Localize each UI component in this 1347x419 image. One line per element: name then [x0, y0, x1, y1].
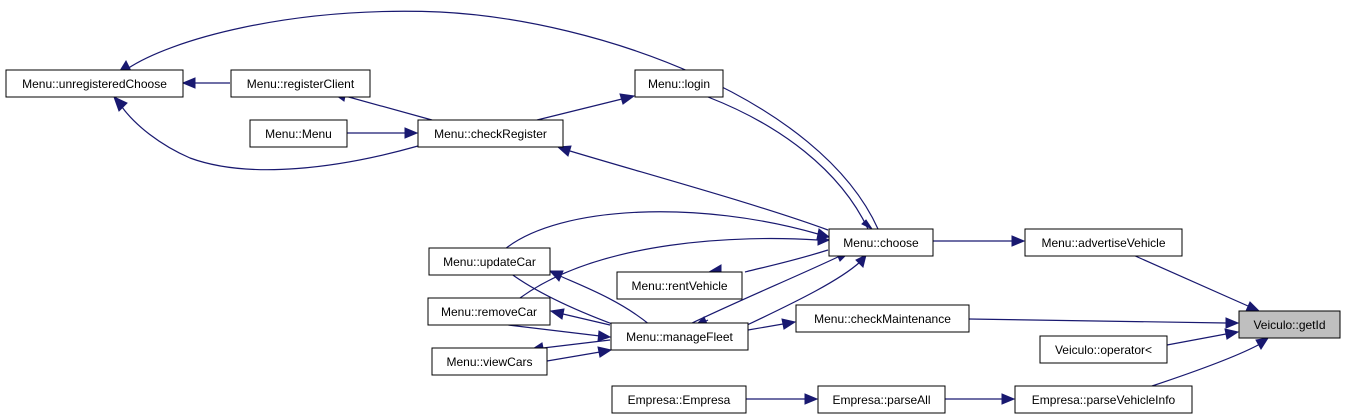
node-operator-less[interactable]: Veiculo::operator< [1039, 335, 1168, 364]
node-choose[interactable]: Menu::choose [828, 228, 934, 257]
node-label: Menu::unregisteredChoose [22, 77, 167, 91]
node-label: Menu::rentVehicle [631, 279, 727, 293]
edge-choose-to-checkregister [556, 145, 829, 231]
node-label: Menu::advertiseVehicle [1041, 236, 1165, 250]
node-label: Menu::viewCars [446, 355, 532, 369]
node-label: Menu::registerClient [247, 77, 355, 91]
edge-removecar-to-managefleet [499, 323, 612, 342]
edge-choose-to-advertisevehicle [933, 235, 1026, 247]
node-advertise-vehicle[interactable]: Menu::advertiseVehicle [1024, 228, 1183, 257]
node-login[interactable]: Menu::login [634, 69, 724, 98]
edge-choose-to-login [707, 96, 874, 231]
node-label: Menu::removeCar [441, 305, 537, 319]
edge-registerclient-to-unregisteredchoose [181, 77, 230, 89]
node-label: Menu::updateCar [443, 255, 536, 269]
node-menu-constructor[interactable]: Menu::Menu [249, 119, 348, 148]
node-manage-fleet[interactable]: Menu::manageFleet [610, 322, 749, 351]
edge-menu-to-checkregister [347, 127, 419, 139]
node-label: Menu::Menu [265, 127, 332, 141]
edge-managefleet-to-removecar [549, 308, 611, 326]
node-remove-car[interactable]: Menu::removeCar [427, 297, 551, 326]
node-unregistered-choose[interactable]: Menu::unregisteredChoose [5, 69, 184, 98]
edge-managefleet-to-choose-b [744, 254, 867, 327]
edge-checkmaintenance-to-getid [968, 317, 1240, 329]
edge-operatorless-to-getid [1166, 328, 1240, 346]
edge-login-to-checkregister [536, 93, 636, 121]
node-label: Menu::checkRegister [434, 127, 547, 141]
edge-viewcars-to-managefleet [546, 346, 613, 362]
edge-parsevehicleinfo-to-getid [1151, 337, 1270, 387]
edge-empresa-to-parseall [746, 393, 819, 405]
node-label: Menu::manageFleet [626, 330, 733, 344]
edge-managefleet-to-updatecar-b [509, 272, 616, 326]
node-label: Veiculo::operator< [1055, 343, 1152, 357]
node-parse-all[interactable]: Empresa::parseAll [817, 385, 946, 414]
node-check-maintenance[interactable]: Menu::checkMaintenance [795, 304, 970, 333]
node-rent-vehicle[interactable]: Menu::rentVehicle [616, 271, 743, 300]
node-label: Menu::checkMaintenance [814, 312, 951, 326]
node-parse-vehicle-info[interactable]: Empresa::parseVehicleInfo [1014, 385, 1193, 414]
edge-parseall-to-parsevehicleinfo [945, 393, 1016, 405]
node-update-car[interactable]: Menu::updateCar [428, 247, 551, 276]
edge-removecar-to-choose [519, 234, 831, 299]
node-check-register[interactable]: Menu::checkRegister [417, 119, 564, 148]
edge-checkregister-to-unregisteredchoose [113, 96, 419, 171]
node-label: Menu::choose [843, 236, 919, 250]
edge-managefleet-to-checkmaintenance [747, 318, 797, 331]
node-register-client[interactable]: Menu::registerClient [230, 69, 371, 98]
edge-updatecar-to-choose [504, 211, 831, 250]
node-label: Veiculo::getId [1253, 318, 1325, 332]
node-label: Empresa::Empresa [628, 393, 731, 407]
node-view-cars[interactable]: Menu::viewCars [431, 347, 548, 376]
node-label: Empresa::parseVehicleInfo [1032, 393, 1176, 407]
node-empresa-constructor[interactable]: Empresa::Empresa [611, 385, 747, 414]
node-label: Menu::login [648, 77, 710, 91]
node-get-id[interactable]: Veiculo::getId [1238, 310, 1341, 339]
edge-advertisevehicle-to-getid [1132, 254, 1261, 312]
edge-managefleet-to-updatecar-a [548, 270, 651, 326]
node-label: Empresa::parseAll [832, 393, 930, 407]
